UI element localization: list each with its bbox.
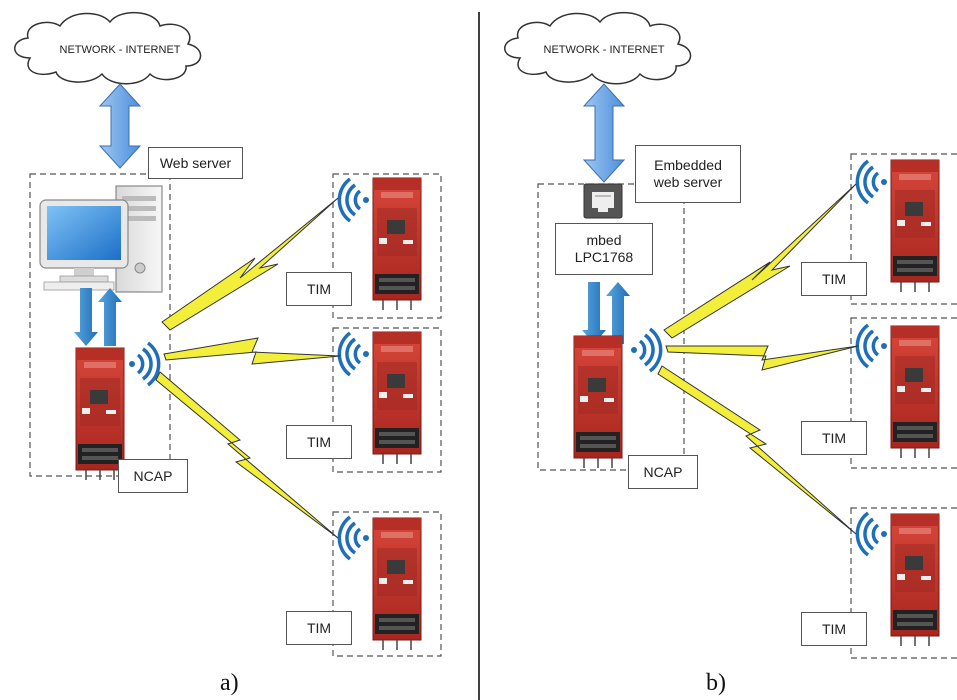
tim-board-icon bbox=[890, 159, 940, 293]
tim-label: TIM bbox=[286, 425, 352, 459]
mbed-line-2: LPC1768 bbox=[574, 249, 634, 265]
tim-board-icon bbox=[372, 177, 422, 311]
lightning-icon bbox=[657, 183, 859, 535]
data-arrows bbox=[582, 282, 630, 344]
wifi-icon bbox=[337, 331, 371, 377]
computer-icon bbox=[39, 185, 163, 293]
wifi-icon bbox=[629, 327, 663, 373]
lightning-icon bbox=[155, 197, 341, 539]
caption-b: b) bbox=[706, 670, 726, 696]
tim-board-icon bbox=[890, 325, 940, 459]
tim-board-icon bbox=[372, 517, 422, 651]
ncap-board-icon bbox=[75, 347, 125, 481]
panel-a bbox=[14, 11, 442, 657]
web-server-label: Web server bbox=[148, 147, 243, 179]
tim-label: TIM bbox=[801, 421, 867, 455]
ncap-board-icon bbox=[573, 335, 623, 469]
embedded-server-label: Embedded web server bbox=[635, 145, 741, 203]
ncap-label: NCAP bbox=[628, 455, 698, 489]
double-arrow-icon bbox=[98, 83, 142, 169]
embedded-server-line-1: Embedded bbox=[654, 157, 722, 173]
tim-label: TIM bbox=[286, 611, 352, 645]
wifi-icon bbox=[855, 511, 889, 557]
ethernet-port-icon bbox=[583, 183, 623, 219]
cloud-label: NETWORK - INTERNET bbox=[59, 44, 181, 56]
cloud-icon bbox=[504, 11, 692, 85]
wifi-icon bbox=[855, 159, 889, 205]
double-arrow-icon bbox=[582, 83, 626, 183]
data-arrows bbox=[74, 288, 122, 346]
tim-label: TIM bbox=[801, 612, 867, 646]
cloud-icon bbox=[14, 11, 202, 85]
embedded-server-line-2: web server bbox=[653, 174, 723, 190]
tim-label: TIM bbox=[286, 272, 352, 306]
mbed-line-1: mbed bbox=[586, 232, 622, 248]
cloud-label: NETWORK - INTERNET bbox=[543, 44, 665, 56]
caption-a: a) bbox=[220, 670, 239, 696]
wifi-icon bbox=[855, 323, 889, 369]
panel-b bbox=[504, 11, 957, 659]
wifi-icon bbox=[127, 341, 161, 387]
ncap-label: NCAP bbox=[118, 459, 188, 493]
wifi-icon bbox=[337, 515, 371, 561]
mbed-label: mbed LPC1768 bbox=[555, 223, 653, 275]
tim-board-icon bbox=[372, 331, 422, 465]
tim-label: TIM bbox=[801, 262, 867, 296]
wifi-icon bbox=[337, 177, 371, 223]
tim-board-icon bbox=[890, 513, 940, 647]
